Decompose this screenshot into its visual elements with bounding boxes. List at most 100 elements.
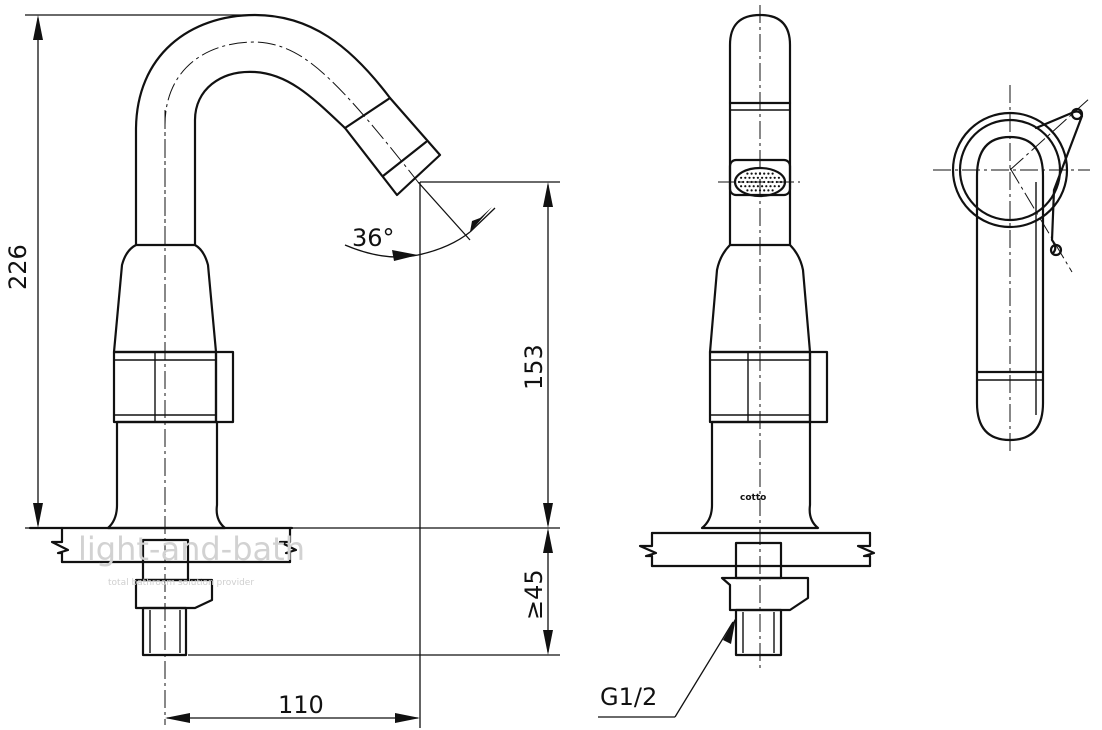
aerator-hole — [750, 172, 753, 175]
aerator-hole — [756, 176, 760, 179]
aerator-hole — [771, 172, 774, 175]
aerator-hole — [771, 180, 774, 184]
aerator-hole — [769, 176, 772, 179]
watermark-subtitle: total bathroom solution provider — [108, 578, 254, 588]
front-locknut — [720, 576, 810, 612]
spout-center-line — [164, 41, 419, 245]
aerator-hole — [746, 180, 749, 184]
arrow — [543, 182, 553, 207]
base-flange-inner — [958, 118, 1062, 222]
arrow — [723, 617, 736, 644]
brand-logo: cotto — [740, 493, 766, 503]
aerator-hole — [754, 172, 757, 175]
dimensions: 226 153 ≥45 110 36° — [4, 14, 560, 728]
locknut — [134, 578, 214, 610]
aerator-hole — [754, 180, 757, 184]
aerator-hole — [773, 176, 776, 179]
aerator-hole — [740, 185, 743, 188]
aerator-ring — [381, 140, 428, 178]
watermark-title: light-and-bath — [78, 530, 305, 568]
front-body-lower — [700, 420, 820, 530]
dim-153-label: 153 — [520, 344, 548, 390]
body-lower — [106, 420, 227, 530]
handle-knob-top — [1070, 107, 1084, 121]
aerator-hole — [744, 185, 747, 188]
aerator-hole — [765, 185, 768, 188]
arrow — [543, 503, 553, 528]
aerator-hole — [758, 172, 762, 175]
aerator-hole — [752, 185, 755, 188]
aerator-hole — [779, 180, 783, 184]
aerator-hole — [748, 176, 751, 179]
spout-inner — [193, 70, 347, 247]
countertop-break-left — [50, 526, 70, 564]
angle-ext — [469, 207, 496, 233]
hex-nut-face — [214, 350, 235, 424]
aerator-hole — [763, 172, 766, 175]
aerator-hole — [767, 189, 770, 192]
aerator-hole — [737, 180, 741, 184]
aerator-hole — [746, 172, 749, 175]
aerator-hole — [750, 189, 753, 192]
front-hex-nut-face — [808, 350, 829, 424]
thread-shank — [141, 606, 188, 657]
aerator-hole — [746, 189, 749, 192]
arrow — [392, 250, 418, 261]
aerator-hole — [763, 189, 766, 192]
arrow — [470, 207, 492, 232]
aerator-hole — [748, 185, 751, 188]
aerator-hole — [771, 189, 774, 192]
aerator-hole — [763, 180, 766, 184]
front-shank-upper — [734, 541, 783, 580]
aerator-screen — [733, 166, 787, 198]
aerator-hole — [754, 189, 757, 192]
aerator-hole — [742, 180, 745, 184]
arrow — [543, 630, 553, 655]
arrow — [543, 528, 553, 553]
front-countertop-break-left — [638, 531, 658, 568]
aerator-hole — [777, 176, 781, 179]
angle-ray — [417, 181, 471, 241]
aerator-hole — [756, 185, 760, 188]
aerator-hole — [777, 185, 781, 188]
aerator-hole — [767, 172, 770, 175]
front-view: cotto G1/2 — [598, 5, 876, 718]
aerator-hole — [773, 185, 776, 188]
thread-label: G1/2 — [600, 683, 657, 711]
aerator-hole — [767, 180, 770, 184]
countertop-break-right — [278, 526, 298, 564]
aerator-hole — [758, 180, 762, 184]
front-spout — [728, 13, 792, 247]
spout-outer — [134, 13, 392, 247]
dim-45-label: ≥45 — [520, 569, 548, 620]
aerator-hole — [752, 176, 755, 179]
arrow — [33, 503, 43, 528]
dim-226-label: 226 — [4, 244, 32, 290]
arrow — [395, 713, 420, 723]
aerator — [343, 96, 442, 197]
base-flange-outer — [951, 111, 1069, 229]
handle-lever — [1034, 110, 1084, 255]
aerator-hole — [750, 180, 753, 184]
top-angle-line — [1009, 167, 1073, 273]
aerator-hole — [761, 176, 764, 179]
dim-angle-label: 36° — [352, 224, 395, 252]
top-spout-outline — [975, 135, 1045, 442]
aerator-hole — [758, 189, 762, 192]
arrow — [165, 713, 190, 723]
top-view — [933, 85, 1091, 455]
aerator-hole — [740, 176, 743, 179]
handle-knob-bottom — [1049, 243, 1063, 257]
aerator-hole — [744, 176, 747, 179]
aerator-hole — [765, 176, 768, 179]
front-countertop-break-right — [856, 531, 876, 568]
aerator-hole — [775, 180, 778, 184]
dim-110-label: 110 — [278, 691, 324, 719]
aerator-hole — [769, 185, 772, 188]
front-thread-shank — [734, 608, 783, 657]
aerator-holes — [737, 172, 783, 192]
handle-axis-line — [1009, 97, 1091, 171]
side-view: light-and-bath total bathroom solution p… — [28, 13, 442, 725]
thread-leader — [674, 621, 734, 718]
